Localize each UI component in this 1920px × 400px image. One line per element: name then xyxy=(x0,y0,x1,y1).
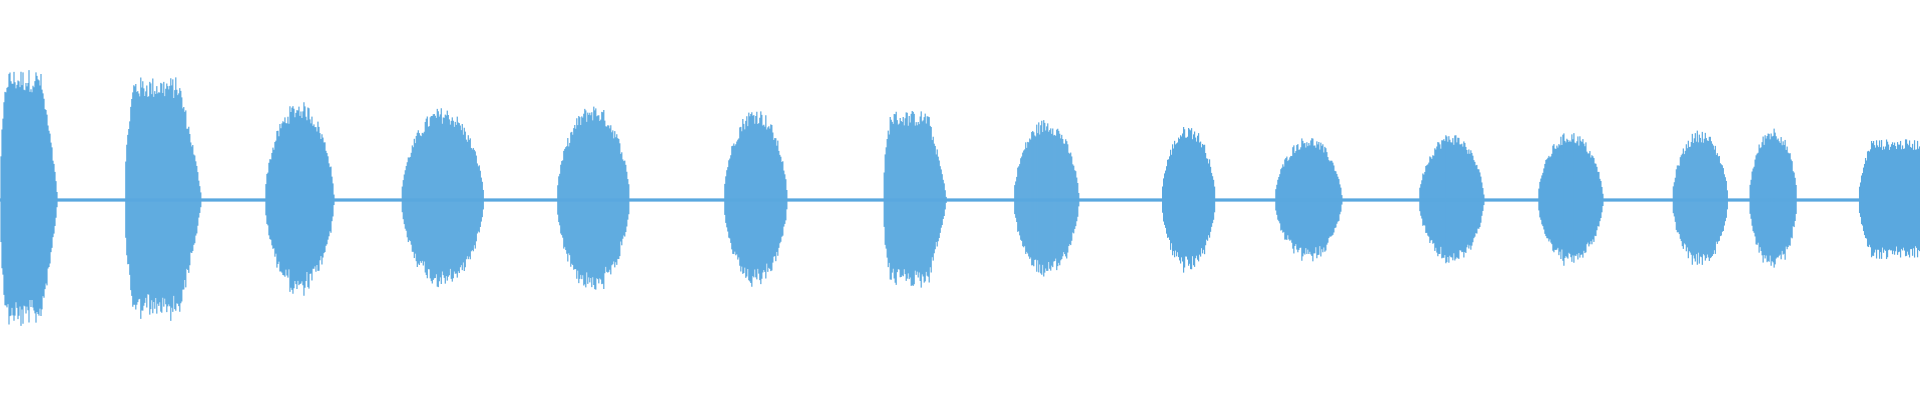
waveform-burst xyxy=(1275,138,1343,262)
waveform-burst xyxy=(1672,130,1728,265)
waveform-burst xyxy=(0,70,58,326)
waveform-burst xyxy=(557,106,630,290)
waveform-bars xyxy=(0,70,1920,326)
waveform-burst xyxy=(1858,139,1920,260)
waveform-burst xyxy=(724,111,788,287)
waveform-burst xyxy=(1161,127,1216,273)
waveform-burst xyxy=(401,108,484,288)
waveform-burst xyxy=(1014,120,1080,277)
waveform-burst xyxy=(125,77,202,321)
waveform-burst xyxy=(1419,135,1485,264)
waveform-burst xyxy=(883,111,947,288)
waveform-burst xyxy=(1538,133,1604,266)
waveform-burst xyxy=(265,102,335,296)
waveform-burst xyxy=(1749,128,1797,268)
